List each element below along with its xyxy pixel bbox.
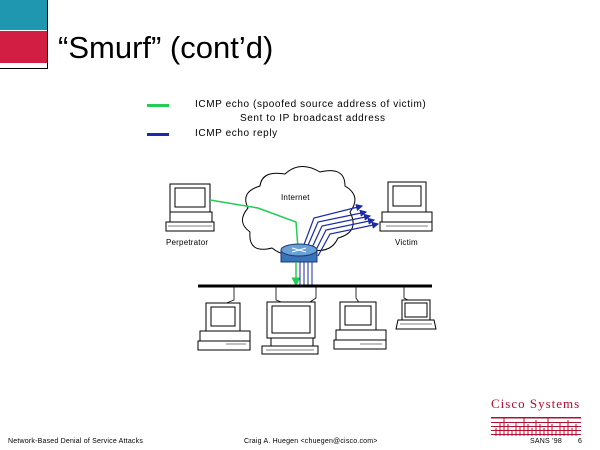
internet-cloud: [242, 166, 356, 256]
legend-green-text-cont: Sent to IP broadcast address: [240, 113, 386, 124]
footer-center: Craig A. Huegen <chuegen@cisco.com>: [244, 438, 378, 445]
victim-computer: [379, 181, 433, 232]
lan-host-3: [333, 301, 387, 350]
lan-host-2: [261, 301, 319, 355]
legend-green-text: ICMP echo (spoofed source address of vic…: [195, 99, 427, 110]
slide-title: “Smurf” (cont’d): [58, 30, 274, 65]
legend-blue-line: [147, 133, 169, 136]
perpetrator-computer: [165, 183, 215, 232]
title-divider-horizontal: [0, 68, 48, 69]
teal-square: [0, 0, 47, 30]
footer-right: SANS ’98: [530, 438, 562, 445]
perpetrator-label: Perpetrator: [166, 238, 209, 247]
legend-green-line: [147, 104, 169, 107]
echo-replies: [301, 203, 380, 257]
router-icon: [280, 243, 318, 263]
page-number: 6: [578, 438, 583, 445]
red-square: [0, 31, 47, 63]
title-divider-vertical: [47, 0, 48, 68]
victim-label: Victim: [395, 238, 418, 247]
cisco-logo: Cisco Systems: [491, 396, 581, 411]
footer-left: Network-Based Denial of Service Attacks: [8, 438, 144, 445]
lan-host-laptop: [395, 299, 437, 330]
internet-label: Internet: [281, 193, 310, 202]
spoofed-echo-path: [209, 199, 299, 249]
cisco-logo-waves: [495, 418, 577, 436]
legend-blue-text: ICMP echo reply: [195, 128, 278, 139]
lan-host-1: [197, 302, 251, 351]
